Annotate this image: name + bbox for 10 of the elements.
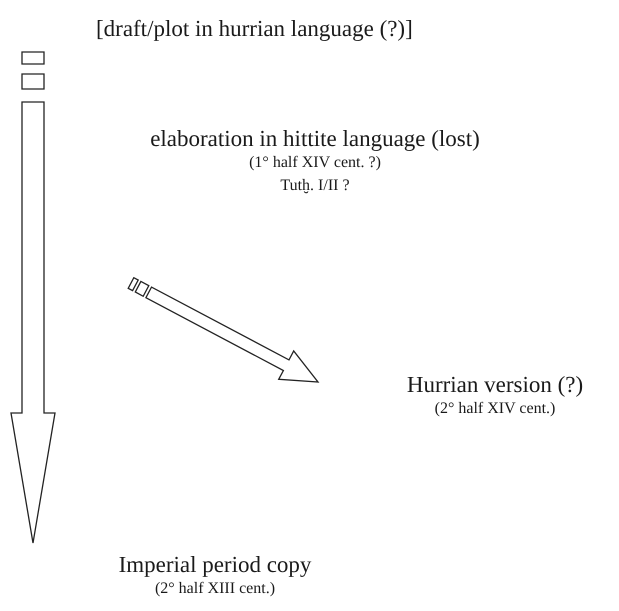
date-note: (2° half XIII cent.) <box>154 579 276 600</box>
node-title: [draft/plot in hurrian language (?)] <box>96 16 413 42</box>
node-title: Hurrian version (?) <box>406 372 584 398</box>
date-note: Tutḫ. I/II ? <box>280 176 350 196</box>
date-note: (1° half XIV cent. ?) <box>249 153 381 174</box>
node-title: elaboration in hittite language (lost) <box>150 126 480 152</box>
date-note: (2° half XIV cent.) <box>434 399 556 420</box>
block-arrow <box>10 51 56 544</box>
block-arrow <box>127 276 320 383</box>
node-title: Imperial period copy <box>118 552 312 578</box>
